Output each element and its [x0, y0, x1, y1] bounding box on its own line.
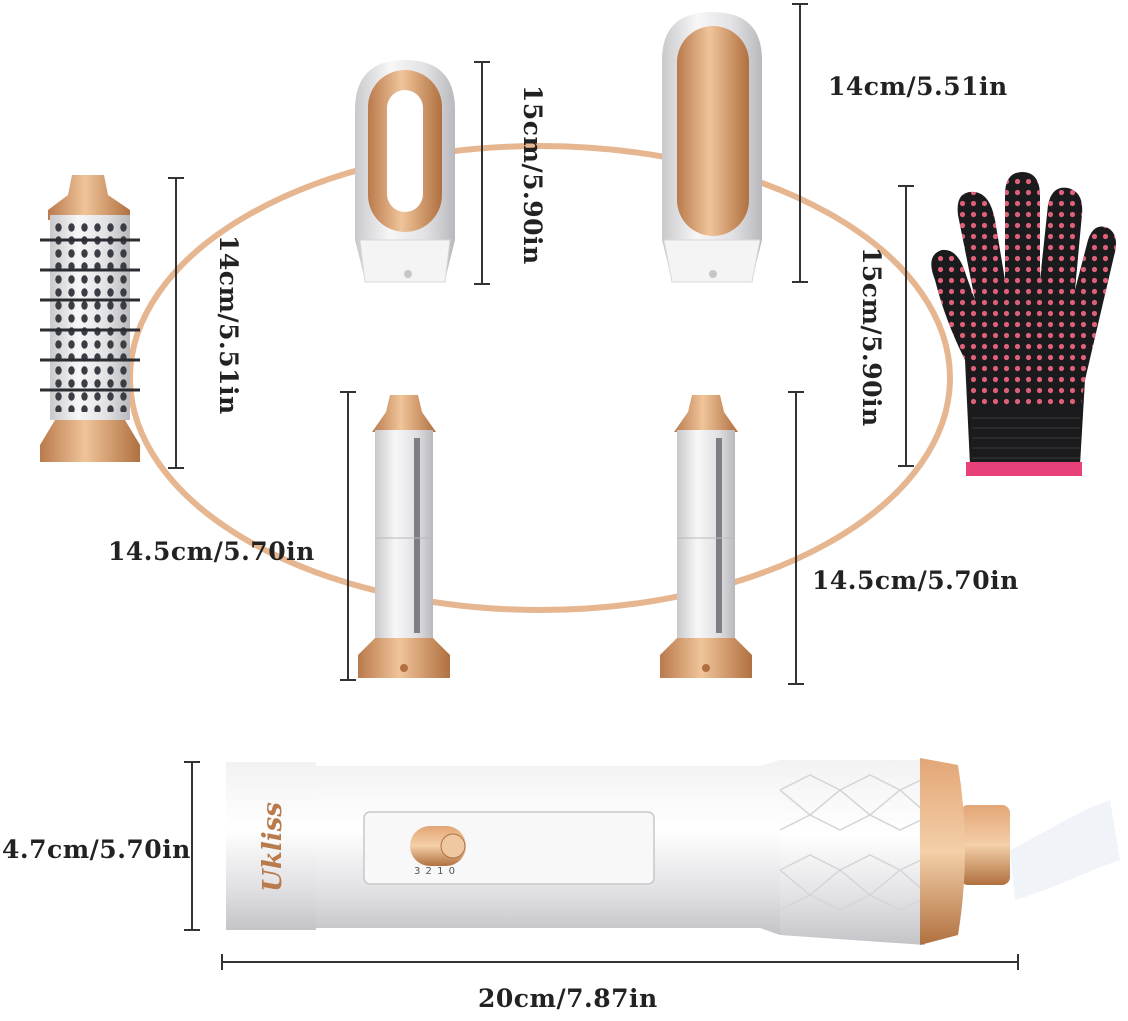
dimension-line-right-barrel — [788, 391, 804, 685]
dryer-handle — [226, 758, 1120, 945]
brand-logo-text: Ukliss — [258, 802, 288, 892]
dimension-label-glove: 15cm/5.90in — [857, 247, 886, 427]
dimension-label-flat-brush: 14cm/5.51in — [828, 72, 1008, 101]
speed-switch-marks: 3 2 1 0 — [414, 866, 456, 877]
dimension-line-oval-loop — [474, 61, 490, 285]
dimension-line-handle-diameter — [184, 761, 200, 931]
dimension-label-handle-length: 20cm/7.87in — [478, 984, 658, 1013]
dimension-line-round-brush — [168, 177, 184, 469]
dimension-label-left-barrel: 14.5cm/5.70in — [108, 537, 315, 566]
round-brush-attachment — [40, 175, 140, 462]
curling-barrel-right — [660, 395, 752, 678]
dimension-label-right-barrel: 14.5cm/5.70in — [812, 566, 1019, 595]
oval-loop-attachment — [355, 60, 455, 283]
dimension-line-glove — [898, 185, 914, 467]
heat-glove — [931, 172, 1116, 476]
curling-barrel-left — [358, 395, 450, 678]
dimension-line-handle-length — [221, 954, 1019, 970]
dimension-label-oval-loop: 15cm/5.90in — [518, 85, 547, 265]
dimension-line-left-barrel — [340, 391, 356, 681]
dimension-label-round-brush: 14cm/5.51in — [214, 235, 243, 415]
dimension-label-handle-diameter: 4.7cm/5.70in — [2, 835, 191, 864]
flat-brush-attachment — [662, 12, 762, 283]
dimension-line-flat-brush — [792, 3, 808, 283]
